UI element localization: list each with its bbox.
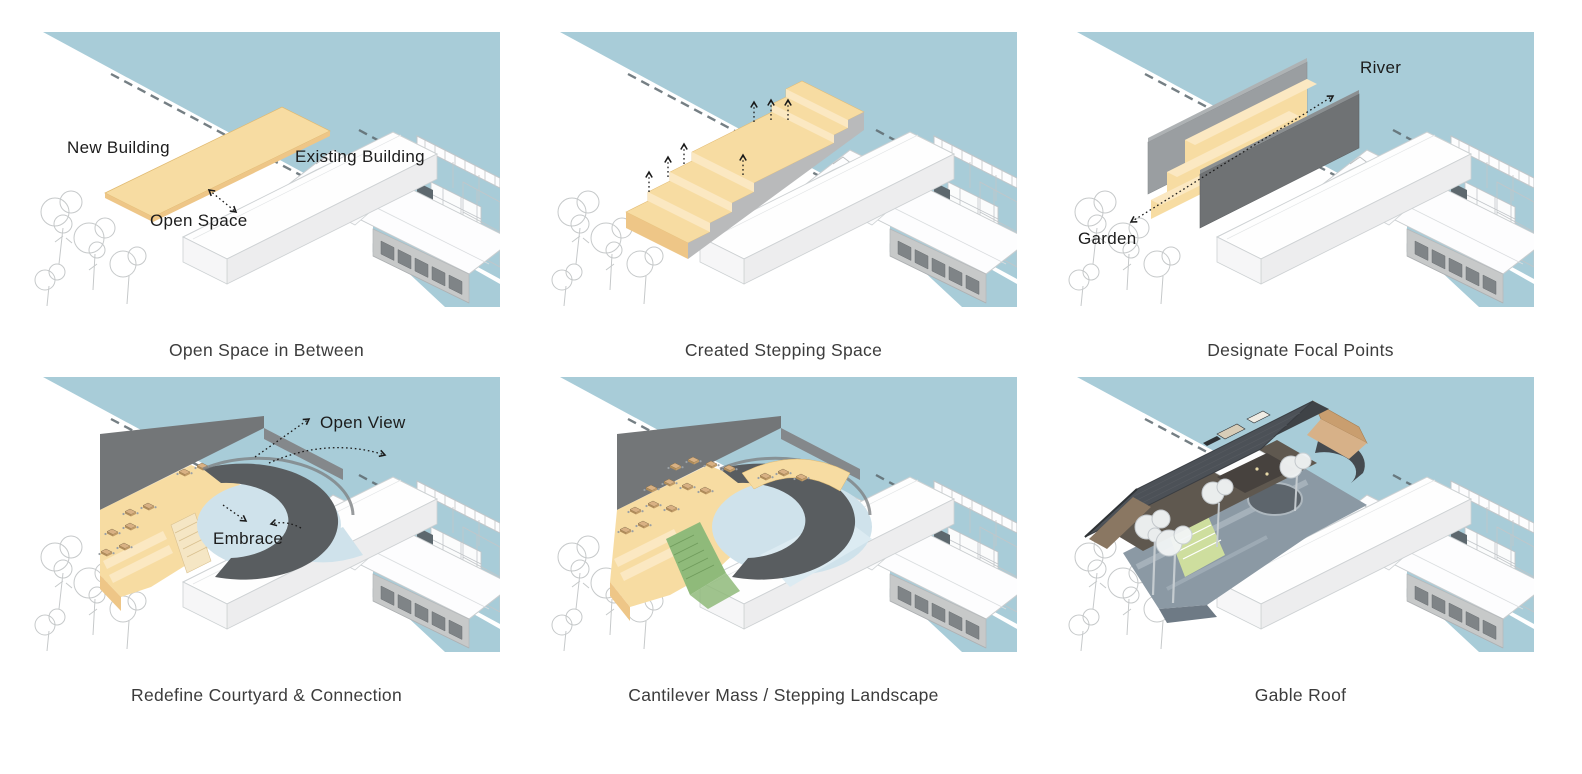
open-space-label: Open Space: [150, 211, 248, 230]
final-render: [1084, 400, 1368, 623]
curved-wall: [720, 463, 856, 580]
labels: River Garden: [1078, 58, 1401, 248]
existing-building-label: Existing Building: [295, 147, 425, 166]
gable-roof: [1084, 400, 1329, 549]
panel-created-stepping-space: Created Stepping Space: [550, 32, 1017, 361]
sightline-arrow: [1129, 95, 1335, 223]
back-wall-right: [264, 428, 343, 480]
stair: [170, 512, 212, 574]
back-wall: [617, 416, 781, 510]
caption-cantilever-mass: Cantilever Mass / Stepping Landscape: [628, 685, 939, 705]
open-view-label: Open View: [320, 413, 406, 432]
diagram-focal-points: River Garden: [1067, 32, 1534, 307]
new-building-label: New Building: [67, 138, 170, 157]
panel-designate-focal-points: River Garden Designate Focal Points: [1067, 32, 1534, 361]
panel-open-space-in-between: New Building Existing Building Open Spac…: [33, 32, 500, 361]
curved-wall: [203, 463, 339, 580]
diagram-courtyard: Open View Embrace: [33, 377, 500, 652]
diagram-cantilever: [550, 377, 1017, 652]
open-space-highlight-plane: [104, 106, 331, 222]
diagram-stepping-space: [550, 32, 1017, 307]
stepped-terrace-mass: [625, 80, 865, 259]
panel-gable-roof: Gable Roof: [1067, 377, 1534, 706]
caption-open-space-in-between: Open Space in Between: [168, 340, 365, 360]
diagram-open-space: New Building Existing Building Open Spac…: [33, 32, 500, 307]
curved-deck: [741, 458, 851, 492]
garden-label: Garden: [1078, 229, 1137, 248]
diagram-gable-roof: [1067, 377, 1534, 652]
back-wall: [100, 416, 264, 510]
labels: New Building Existing Building Open Spac…: [67, 138, 425, 230]
cantilever-composition: [610, 416, 872, 621]
ghost-trees: [1134, 452, 1312, 604]
courtyard-composition: [97, 416, 363, 611]
panel-cantilever-mass: Cantilever Mass / Stepping Landscape: [550, 377, 1017, 706]
river-label: River: [1360, 58, 1401, 77]
caption-designate-focal-points: Designate Focal Points: [1207, 340, 1394, 360]
labels: Open View Embrace: [213, 413, 406, 548]
caption-created-stepping-space: Created Stepping Space: [684, 340, 883, 360]
up-arrows: [645, 98, 792, 192]
open-space-arrow: [207, 189, 238, 213]
caption-redefine-courtyard: Redefine Courtyard & Connection: [131, 685, 402, 705]
green-stair: [666, 522, 740, 609]
panel-redefine-courtyard: Open View Embrace Redefine Courtyard & C…: [33, 377, 500, 706]
caption-gable-roof: Gable Roof: [1254, 685, 1347, 705]
embrace-label: Embrace: [213, 529, 283, 548]
arrows: [222, 418, 387, 529]
